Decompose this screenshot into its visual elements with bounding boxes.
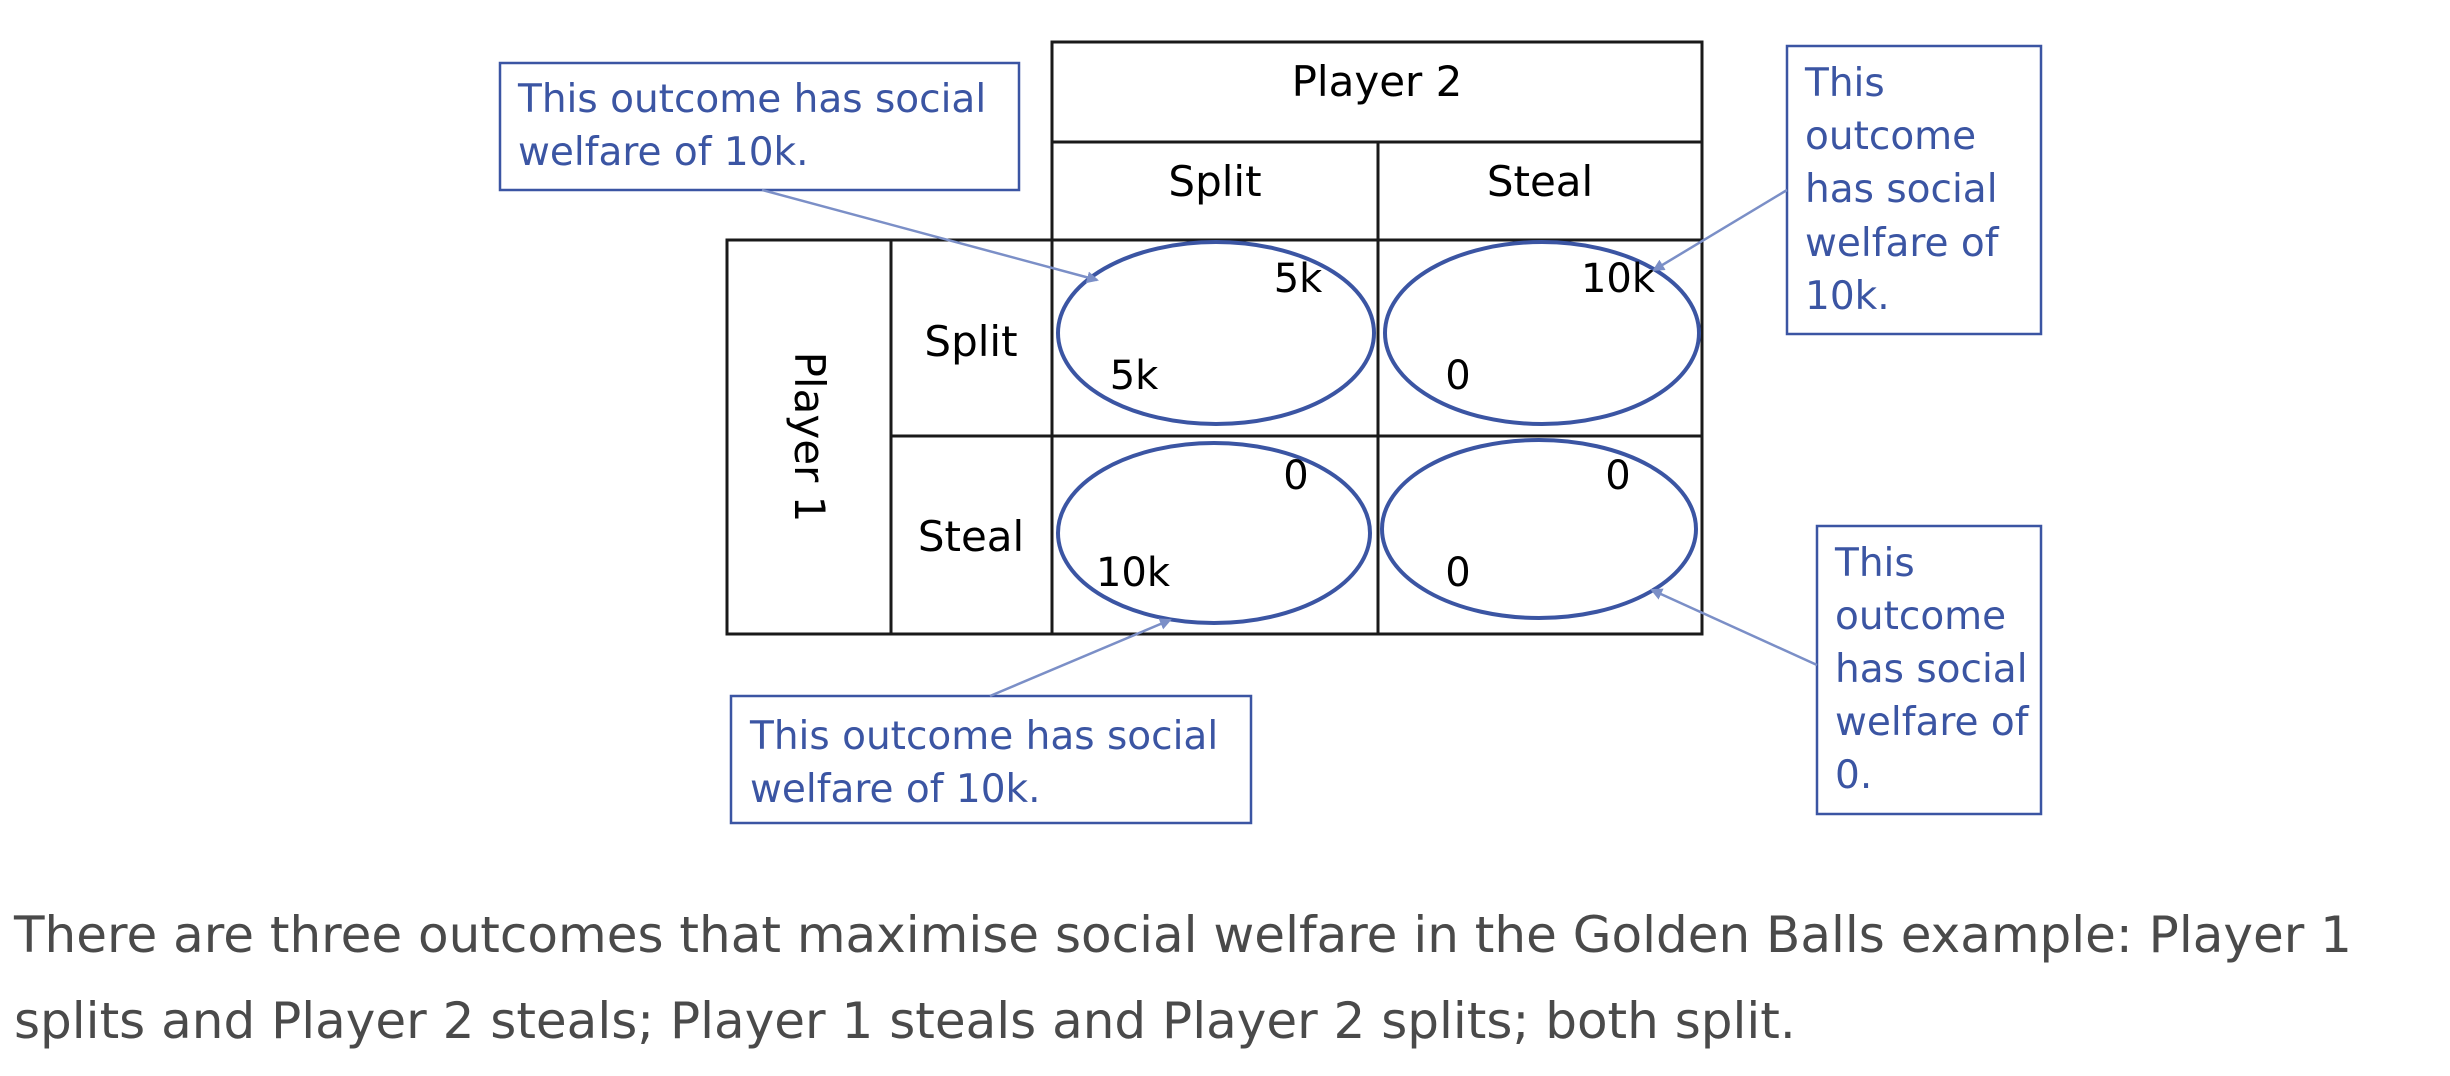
callout-text-steal-steal-line-2: outcome xyxy=(1835,594,2006,639)
callout-text-split-steal-line-4: welfare of xyxy=(1805,221,2000,266)
callout-text-steal-steal-line-5: 0. xyxy=(1835,753,1872,798)
callout-box-steal-split xyxy=(729,694,1253,825)
matrix-grid xyxy=(725,40,1704,636)
callout-text-steal-steal-line-4: welfare of xyxy=(1835,700,2030,745)
payoff-p1-steal-split: 10k xyxy=(1096,550,1171,596)
payoff-p1-split-split: 5k xyxy=(1110,353,1159,399)
payoff-p1-split-steal: 0 xyxy=(1445,353,1470,399)
callout-arrow-steal-split xyxy=(989,618,1172,698)
callout-box-steal-steal xyxy=(1815,524,2043,816)
outcome-ellipse-split-split xyxy=(1056,240,1376,426)
row-header-steal: Steal xyxy=(918,512,1024,561)
outcome-ellipse-split-steal xyxy=(1383,240,1701,426)
payoff-matrix-diagram: Player 2 Split Steal Split Steal Player … xyxy=(498,40,2043,825)
callout-text-steal-split-line-2: welfare of 10k. xyxy=(750,767,1041,812)
callout-arrow-steal-steal xyxy=(1650,588,1818,667)
player1-label: Player 1 xyxy=(785,352,834,523)
payoff-p1-steal-steal: 0 xyxy=(1445,550,1470,596)
callout-text-steal-steal-line-1: This xyxy=(1834,541,1915,586)
column-header-split: Split xyxy=(1168,157,1261,206)
callout-arrow-split-split xyxy=(761,188,1099,284)
callout-text-split-split-line-2: welfare of 10k. xyxy=(518,130,809,175)
callout-text-split-steal-line-1: This xyxy=(1804,61,1885,106)
caption-text: There are three outcomes that maximise s… xyxy=(14,906,2352,1050)
callout-box-split-split xyxy=(498,61,1021,192)
callout-text-split-split-line-1: This outcome has social xyxy=(517,77,986,122)
callout-text-split-steal-line-5: 10k. xyxy=(1805,274,1890,319)
player2-label: Player 2 xyxy=(1292,57,1463,106)
payoff-p2-steal-steal: 0 xyxy=(1605,453,1630,499)
column-header-steal: Steal xyxy=(1487,157,1593,206)
callout-text-steal-steal-line-3: has social xyxy=(1835,647,2028,692)
payoff-p2-steal-split: 0 xyxy=(1283,453,1308,499)
callout-arrow-split-steal xyxy=(1652,188,1788,272)
payoff-p2-split-steal: 10k xyxy=(1581,256,1656,302)
row-header-split: Split xyxy=(924,317,1017,366)
callout-text-split-steal-line-2: outcome xyxy=(1805,114,1976,159)
callout-text-steal-split-line-1: This outcome has social xyxy=(749,714,1218,759)
outcome-ellipse-steal-steal xyxy=(1380,438,1698,620)
outcome-ellipse-steal-split xyxy=(1056,441,1372,625)
payoff-p2-split-split: 5k xyxy=(1274,256,1323,302)
callout-text-split-steal-line-3: has social xyxy=(1805,167,1998,212)
